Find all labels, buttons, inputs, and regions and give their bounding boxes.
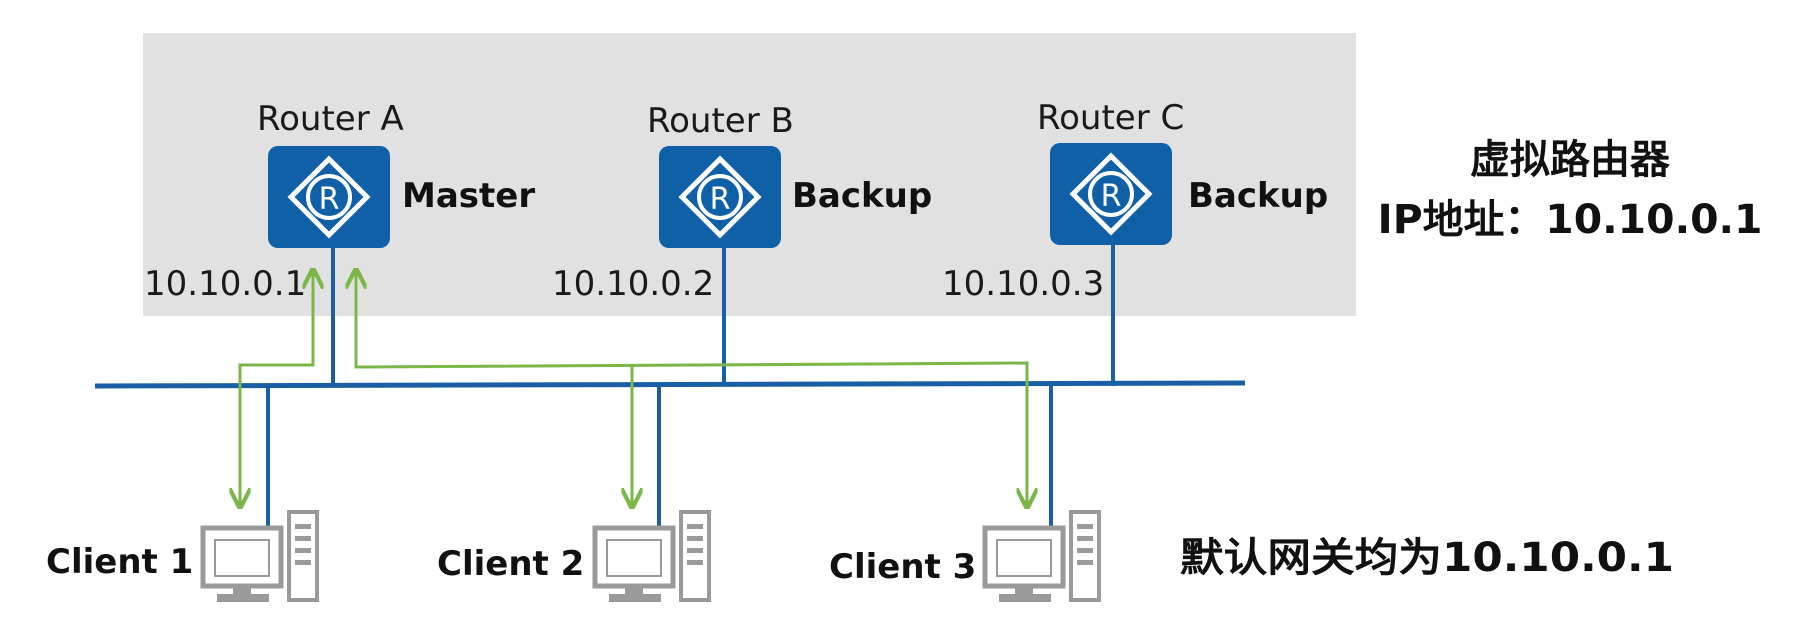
router-c-role: Backup bbox=[1188, 176, 1328, 216]
flow-master-to-client-1 bbox=[240, 272, 313, 505]
router-b-role: Backup bbox=[792, 176, 932, 216]
default-gateway-note: 默认网关均为10.10.0.1 bbox=[1180, 535, 1674, 581]
client-3-label: Client 3 bbox=[829, 547, 976, 587]
router-a-ip: 10.10.0.1 bbox=[144, 264, 306, 304]
computer-icon bbox=[985, 512, 1099, 602]
router-b-name: Router B bbox=[647, 101, 794, 141]
router-icon bbox=[1050, 143, 1172, 245]
router-a-role: Master bbox=[402, 176, 535, 216]
client-1-label: Client 1 bbox=[46, 542, 193, 582]
computer-icon bbox=[595, 512, 709, 602]
network-bus bbox=[94, 380, 1246, 389]
router-c-ip: 10.10.0.3 bbox=[942, 264, 1104, 304]
router-b-ip: 10.10.0.2 bbox=[552, 264, 714, 304]
router-a-name: Router A bbox=[257, 99, 404, 139]
computer-icon bbox=[203, 512, 317, 602]
router-icon bbox=[659, 146, 781, 248]
router-icon bbox=[268, 146, 390, 248]
router-c-name: Router C bbox=[1037, 98, 1184, 138]
client-2-label: Client 2 bbox=[437, 544, 584, 584]
flow-master-to-client-2-3 bbox=[356, 272, 1027, 505]
virtual-router-title: 虚拟路由器 bbox=[1470, 137, 1671, 183]
virtual-router-ip: IP地址：10.10.0.1 bbox=[1378, 197, 1763, 243]
